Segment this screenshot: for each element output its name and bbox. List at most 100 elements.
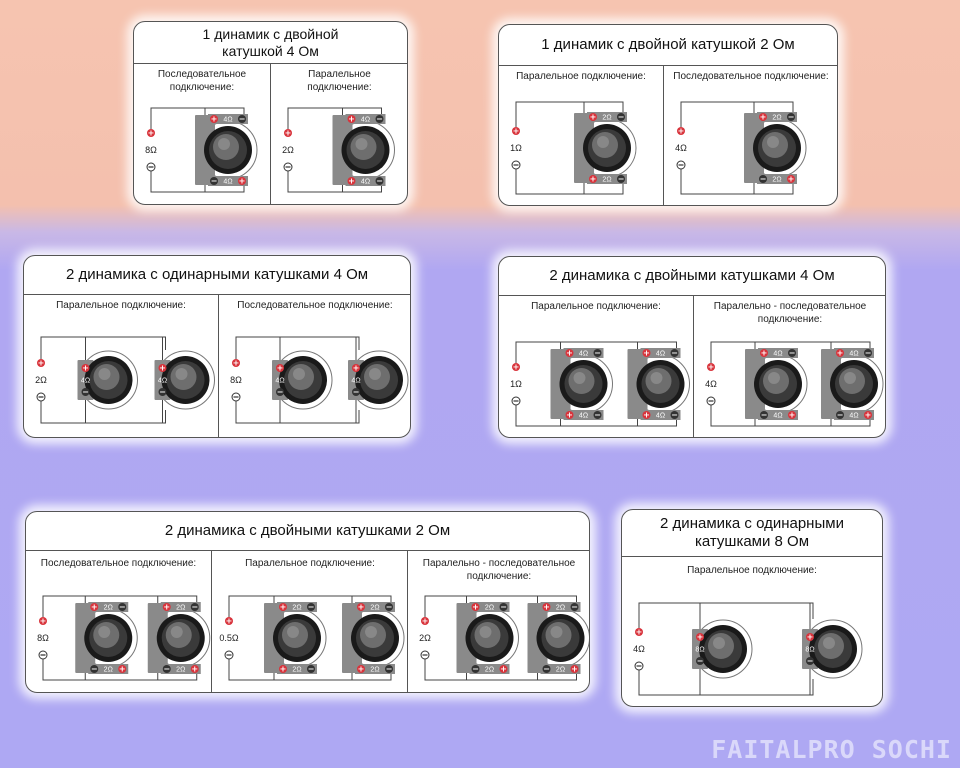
impedance-value: 8Ω [37, 633, 49, 643]
coil-rating: 4Ω [275, 378, 284, 385]
terminal-sign: + [500, 665, 507, 674]
terminal-sign: − [789, 349, 796, 358]
source-minus-icon [420, 650, 430, 660]
coil-rating: 4Ω [351, 378, 360, 385]
terminal-plus [471, 603, 480, 611]
terminal-minus [471, 665, 480, 673]
terminal-minus [162, 665, 171, 673]
terminal-sign: + [82, 364, 89, 373]
wire-negative [638, 670, 814, 696]
connection-label: Последовательное подключение: [157, 69, 247, 93]
terminal-minus [210, 177, 218, 185]
coil-bottom-bar [88, 664, 129, 674]
source-plus-icon [225, 617, 233, 625]
terminal-sign: + [119, 665, 126, 674]
connection-label: Паралельно - последовательное подключени… [713, 301, 867, 325]
impedance-value: 2Ω [35, 375, 47, 385]
terminal-sign: + [239, 177, 246, 186]
terminal-sign: − [211, 177, 218, 186]
coil-rating: 4Ω [361, 179, 370, 186]
terminal-sign: − [239, 115, 246, 124]
coil-top-bar [758, 348, 798, 358]
terminal-sign: + [211, 115, 218, 124]
coil-rating: 2Ω [772, 115, 781, 122]
terminal-sign: − [308, 603, 315, 612]
connection-label: Последовательное подключение: [237, 300, 393, 311]
coil-top-bar [563, 348, 604, 358]
coil-rating: 4Ω [579, 413, 588, 420]
terminal-minus [307, 603, 315, 611]
source-minus-icon [36, 392, 46, 402]
terminal-sign: + [697, 633, 704, 642]
coil-rating: 2Ω [602, 177, 611, 184]
source-plus-sign: + [636, 628, 643, 637]
source-plus-sign: + [148, 129, 155, 138]
terminal-sign: + [348, 177, 355, 186]
coil-bottom-bar [345, 176, 386, 186]
coil-rating: 2Ω [370, 605, 379, 612]
speaker-highlight [823, 637, 835, 649]
coil-bottom-bar [208, 176, 248, 186]
connection-label: Паралельное подключение: [245, 558, 375, 569]
source-plus-icon [512, 363, 520, 371]
coil-bottom-bar [469, 664, 510, 674]
coil-rating: 4Ω [223, 117, 232, 124]
terminal-sign: + [163, 603, 170, 612]
source-plus-icon [512, 127, 520, 135]
source-plus-icon [635, 628, 643, 636]
source-plus-sign: + [708, 363, 715, 372]
coil-rating: 8Ω [805, 647, 814, 654]
terminal-minus [593, 411, 602, 419]
power-source: +8Ω [230, 359, 242, 402]
watermark: FAITALPRO SOCHI [711, 735, 952, 764]
source-plus-sign: + [422, 617, 429, 626]
connection-cell: Последовательное подключение:+8Ω+−4Ω+−4Ω [218, 295, 410, 437]
terminal-plus [696, 633, 704, 641]
coil-rating: 4Ω [158, 378, 167, 385]
terminal-plus [158, 364, 167, 372]
connection-label: Паралельное подключение: [531, 301, 661, 312]
power-source: +0.5Ω [219, 617, 239, 660]
impedance-value: 4Ω [675, 143, 687, 153]
speaker-highlight [573, 372, 586, 384]
terminal-sign: + [590, 113, 597, 122]
terminal-minus [375, 177, 384, 185]
coil-rating: 2Ω [176, 667, 185, 674]
terminal-plus [279, 603, 287, 611]
terminal-sign: − [500, 603, 507, 612]
coil-rating: 4Ω [361, 117, 370, 124]
speaker-highlight [170, 626, 183, 638]
terminal-sign: + [761, 349, 768, 358]
connection-cell: Паралельно - последовательное подключени… [407, 551, 589, 692]
terminal-plus [190, 665, 199, 673]
terminal-minus [806, 657, 814, 665]
wire-positive [515, 101, 624, 127]
terminal-minus [788, 349, 796, 357]
terminal-sign: − [618, 175, 625, 184]
connection-label: Паралельное подключение: [56, 300, 186, 311]
source-plus-sign: + [513, 363, 520, 372]
power-source: +1Ω [510, 363, 522, 406]
terminal-plus [806, 633, 814, 641]
speaker-highlight [98, 368, 111, 380]
source-minus-icon [38, 650, 48, 660]
coil-rating: 2Ω [176, 605, 185, 612]
terminal-plus [836, 349, 844, 357]
source-plus-sign: + [40, 617, 47, 626]
power-source: +2Ω [35, 359, 47, 402]
impedance-value: 8Ω [145, 145, 157, 155]
coil-bottom-bar [540, 664, 581, 674]
coil-bottom-bar [640, 410, 681, 420]
terminal-minus [352, 388, 360, 396]
coil-top-bar [160, 602, 201, 612]
